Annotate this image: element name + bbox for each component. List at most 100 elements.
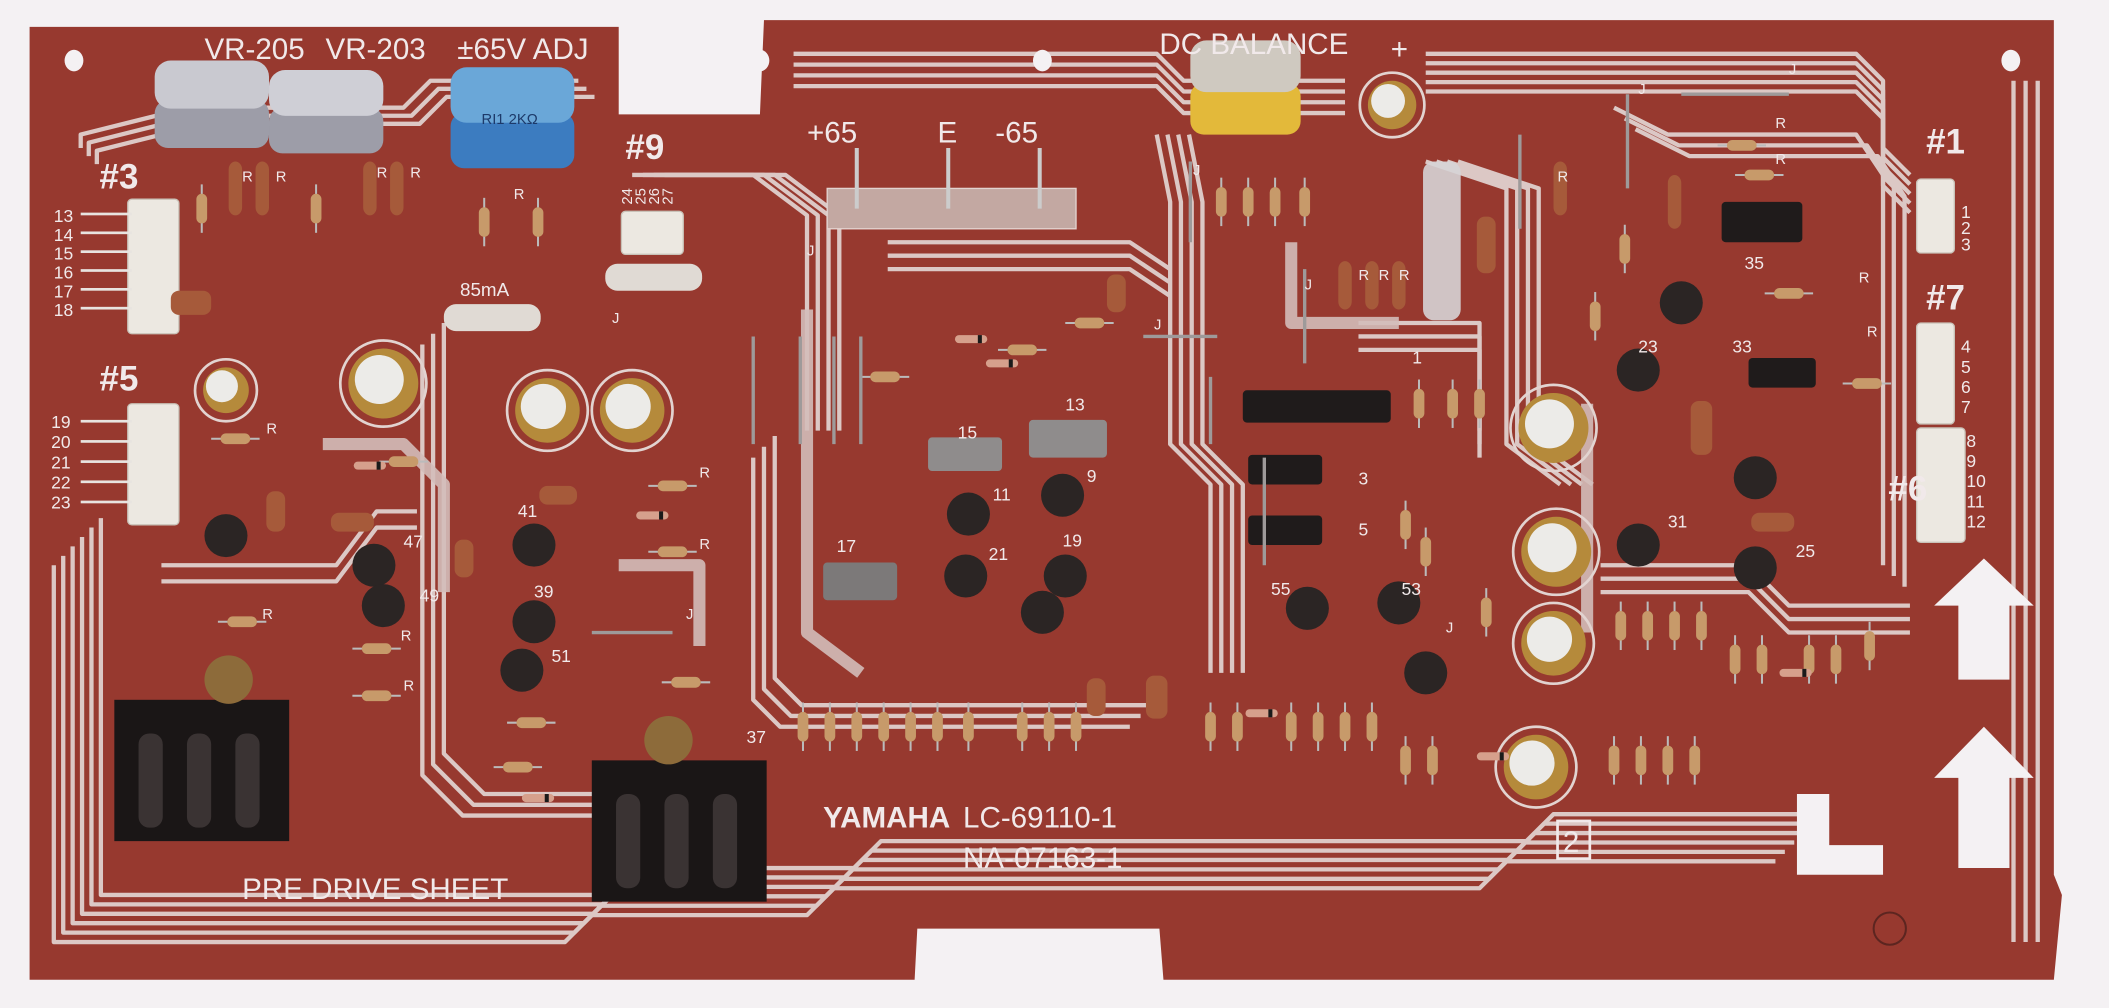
label-85ma: 85mA — [460, 279, 510, 300]
label-na-part: NA-07163-1 — [963, 842, 1122, 875]
power-resistor — [605, 263, 703, 291]
trimmer-pot-65v-adj — [450, 112, 575, 169]
capacitor — [1145, 675, 1168, 719]
pin-number-label: 1 — [1961, 202, 1971, 222]
capacitor — [454, 539, 474, 578]
label-vr203: VR-203 — [325, 33, 425, 66]
mounting-hole — [64, 49, 84, 72]
reference-number: 31 — [1668, 512, 1687, 532]
trimmer-pot-dc-balance — [1190, 40, 1301, 93]
transistor — [1041, 473, 1085, 517]
diode-band — [1802, 668, 1807, 677]
label-conn-3: #3 — [100, 157, 139, 196]
resistor — [1729, 644, 1741, 675]
resistor — [227, 616, 257, 628]
pin-number-label: 18 — [54, 300, 73, 320]
resistor — [1312, 711, 1324, 742]
resistor — [1420, 536, 1432, 567]
pin-number-label: 19 — [51, 412, 70, 432]
transistor — [1616, 348, 1660, 392]
trimmer-pot-vr203 — [269, 69, 384, 116]
resistor — [1205, 711, 1216, 742]
pin-number-label: 16 — [54, 263, 73, 283]
resistor — [657, 546, 688, 558]
trace — [1600, 589, 1910, 635]
ic-package — [1242, 390, 1391, 423]
heat-sink-fin — [235, 733, 260, 828]
capacitor-top — [1524, 399, 1574, 449]
diode — [1476, 752, 1510, 761]
capacitor-outline — [1511, 507, 1601, 597]
resistor — [1427, 745, 1438, 776]
diode — [1245, 709, 1278, 718]
capacitor-outline — [193, 357, 259, 423]
capacitor-outline — [505, 368, 590, 453]
reference-number: 25 — [1796, 541, 1815, 561]
ic-package — [823, 562, 898, 601]
resistor-mark: R — [699, 466, 710, 482]
transistor — [1659, 281, 1703, 325]
resistor-mark: R — [276, 170, 287, 186]
label-minus65: -65 — [995, 117, 1038, 150]
transistor — [1733, 546, 1777, 590]
diode — [1779, 668, 1812, 677]
trace — [1165, 134, 1224, 673]
resistor — [1589, 301, 1601, 332]
reference-number: 19 — [1063, 530, 1082, 550]
jumper-mark: J — [1193, 163, 1200, 179]
resistor — [1232, 711, 1243, 742]
reference-number: 35 — [1744, 253, 1763, 273]
diode-band — [1008, 359, 1013, 368]
jumper-mark: J — [1305, 277, 1312, 293]
capacitor-top — [1527, 523, 1577, 573]
pin-number-label: 15 — [54, 244, 73, 264]
reference-number: 51 — [551, 646, 570, 666]
connector — [1915, 322, 1955, 425]
resistor — [1242, 187, 1254, 217]
mounting-hole — [1032, 49, 1052, 72]
resistor — [196, 193, 208, 224]
capacitor — [170, 290, 212, 315]
resistor — [1043, 711, 1055, 742]
diode — [353, 461, 387, 470]
trace — [161, 509, 417, 568]
resistor-mark: R — [262, 607, 273, 623]
capacitor — [1751, 512, 1795, 532]
reference-number: 23 — [1638, 337, 1657, 357]
resistor — [1285, 711, 1297, 742]
resistor — [1774, 288, 1804, 299]
resistor-mark: R — [1775, 152, 1786, 168]
resistor-mark: R — [266, 421, 277, 437]
capacitor — [539, 485, 578, 505]
capacitor-top — [1526, 616, 1573, 662]
trace — [1154, 134, 1213, 673]
jumper-mark: J — [612, 311, 619, 327]
resistor — [1635, 745, 1647, 776]
jumper-mark: J — [686, 607, 693, 623]
header-pin — [80, 480, 132, 484]
heat-sink-fin — [616, 794, 641, 889]
reference-number: 49 — [420, 586, 439, 606]
transistor — [1285, 586, 1329, 630]
label-plus65: +65 — [807, 117, 857, 150]
capacitor — [266, 491, 286, 532]
resistor — [1215, 187, 1227, 217]
capacitor — [1392, 261, 1406, 310]
resistor — [361, 643, 392, 655]
trace — [1600, 576, 1910, 622]
resistor — [1480, 597, 1492, 628]
diode — [636, 511, 669, 520]
glass-fuse — [1423, 161, 1461, 321]
transistor — [352, 543, 396, 587]
transistor — [1043, 554, 1087, 598]
resistor — [1642, 610, 1654, 641]
trimmer-pot-vr205 — [154, 99, 270, 149]
header-pin — [80, 500, 132, 504]
jumper-mark: J — [1154, 318, 1161, 334]
stamp-mark — [1872, 911, 1907, 946]
reference-number: 33 — [1732, 337, 1751, 357]
trimmer-pot-65v-adj — [450, 67, 575, 123]
pin-number-label: 6 — [1961, 377, 1971, 397]
resistor — [1299, 187, 1311, 217]
